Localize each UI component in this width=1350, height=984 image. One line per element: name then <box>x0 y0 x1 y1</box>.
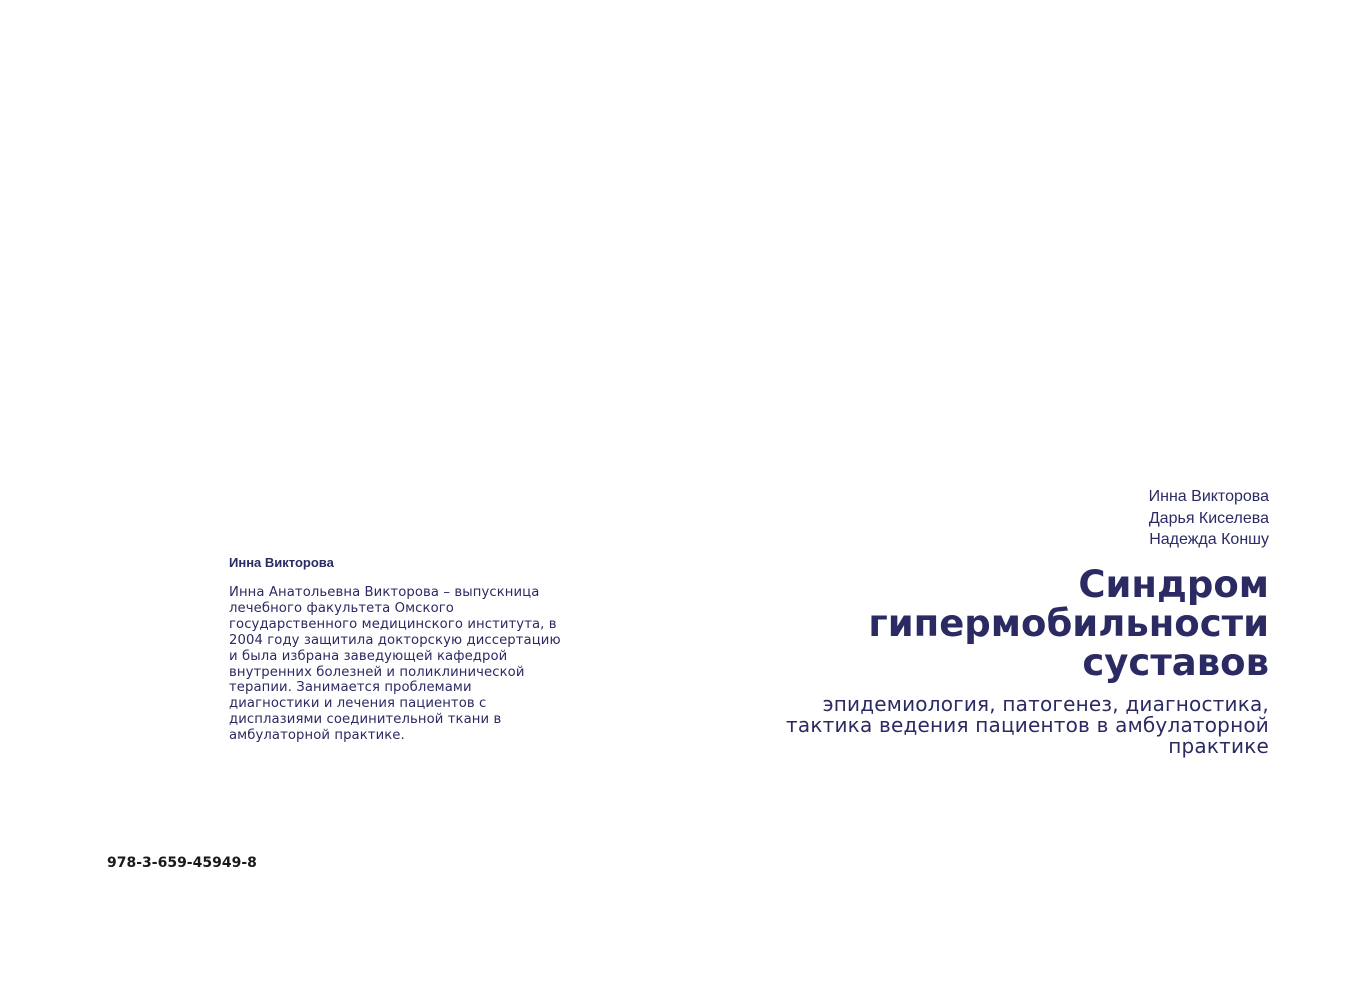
subtitle-line: практике <box>1168 734 1269 758</box>
subtitle-line: тактика ведения пациентов в амбулаторной <box>786 713 1269 737</box>
author-name: Надежда Коншу <box>1149 531 1269 548</box>
bio-author-name: Инна Викторова <box>229 555 334 570</box>
author-biography: Инна Анатольевна Викторова – выпускница … <box>229 585 601 744</box>
book-title: Синдром гипермобильности суставов <box>868 565 1269 682</box>
bio-line: диагностики и лечения пациентов с <box>229 696 487 712</box>
title-line: Синдром <box>1078 563 1269 606</box>
bio-line: 2004 году защитила докторскую диссертаци… <box>229 632 561 648</box>
bio-line: лечебного факультета Омского <box>229 600 454 616</box>
isbn-number: 978-3-659-45949-8 <box>107 855 257 871</box>
bio-line: терапии. Занимается проблемами <box>229 680 472 696</box>
author-list: Инна Викторова Дарья Киселева Надежда Ко… <box>1149 486 1269 551</box>
front-cover: Инна Викторова Дарья Киселева Надежда Ко… <box>675 0 1350 984</box>
bio-line: внутренних болезней и поликлинической <box>229 664 525 680</box>
bio-line: и была избрана заведующей кафедрой <box>229 648 508 664</box>
back-cover: Инна Викторова Инна Анатольевна Викторов… <box>107 555 601 871</box>
bio-line: государственного медицинского института,… <box>229 616 557 632</box>
author-name: Инна Викторова <box>1148 488 1269 505</box>
subtitle-line: эпидемиология, патогенез, диагностика, <box>822 692 1269 716</box>
bio-line: амбулаторной практике. <box>229 728 405 744</box>
title-line: суставов <box>1082 641 1269 684</box>
title-line: гипермобильности <box>868 602 1269 645</box>
bio-line: Инна Анатольевна Викторова – выпускница <box>229 585 540 600</box>
book-subtitle: эпидемиология, патогенез, диагностика, т… <box>786 694 1269 757</box>
author-name: Дарья Киселева <box>1148 509 1269 527</box>
bio-line: дисплазиями соединительной ткани в <box>229 712 502 728</box>
